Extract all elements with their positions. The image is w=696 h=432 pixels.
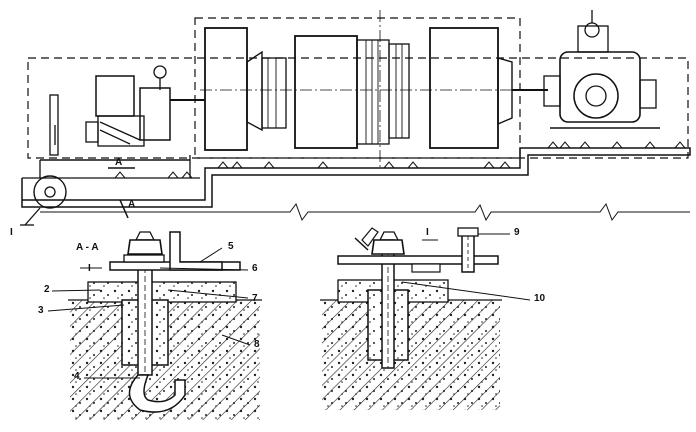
washer [123, 254, 165, 263]
leader-10 [401, 281, 531, 301]
callout-8: 8 [254, 339, 260, 350]
leader-3 [47, 304, 125, 312]
callout-4: 4 [74, 371, 80, 382]
nut [127, 239, 163, 255]
gearbox-hub [585, 85, 607, 107]
callout-7: 7 [252, 293, 258, 304]
leader-6 [159, 267, 249, 271]
label-cut-a-top: A [115, 157, 123, 168]
detail-i-section [320, 227, 531, 410]
large-drum-right [429, 27, 499, 149]
large-drum-left [204, 27, 248, 151]
flange-left [261, 57, 287, 129]
ribbing [267, 40, 403, 144]
callout-3: 3 [38, 305, 44, 316]
gearbox-flange [543, 75, 561, 107]
callout-5: 5 [228, 241, 234, 252]
callout-2: 2 [44, 284, 50, 295]
callout-10: 10 [534, 293, 546, 304]
gearbox-wheel [573, 73, 619, 119]
gauge-icon [153, 65, 167, 79]
leader-8 [221, 334, 251, 346]
dashed-enclosure-inner [194, 17, 521, 159]
leader-7 [167, 289, 249, 299]
central-housing [294, 35, 358, 149]
valve-wheel-icon [584, 22, 600, 38]
drum-cone-left [246, 50, 263, 132]
drum-cone-right [497, 57, 513, 126]
label-detail-i-marker: I [10, 227, 13, 238]
gearbox-output [639, 79, 657, 109]
label-section-i-right: I [426, 227, 429, 238]
cut-line-a-bottom [119, 199, 129, 219]
detail-i-bolt [44, 186, 56, 198]
callout-9: 9 [514, 227, 520, 238]
frame-post-rect [49, 94, 59, 156]
angle-bracket [169, 231, 223, 271]
motor-detail [99, 129, 131, 145]
leader-5 [199, 247, 223, 263]
detail-i-callout-circle [33, 175, 67, 209]
detail-shim [411, 263, 441, 273]
coupling-block [356, 39, 390, 145]
anchor-bolt-row [114, 141, 686, 179]
base-frame [21, 147, 691, 208]
gearbox-top [577, 25, 609, 53]
motor-detail [99, 121, 141, 141]
callout-6: 6 [252, 263, 258, 274]
label-cut-a-bottom: A [128, 199, 136, 210]
small-cylinder [85, 121, 99, 143]
detail-nut [371, 239, 405, 255]
section-a-a-detail [47, 231, 262, 420]
bolt-hook [128, 374, 186, 413]
detail-lock-tab [361, 227, 379, 247]
coupling-plate [388, 43, 410, 139]
label-section-i-left: I [88, 263, 91, 274]
label-section-aa: A - A [76, 242, 99, 253]
small-pump-body [139, 87, 171, 141]
small-motor-body [95, 75, 135, 117]
assembly-elevation [20, 10, 691, 226]
dashed-enclosure-outline [27, 57, 689, 159]
leader-2 [51, 289, 101, 292]
break-line [40, 202, 690, 222]
detail-i-leader [24, 207, 41, 226]
bolt-top [135, 231, 155, 241]
